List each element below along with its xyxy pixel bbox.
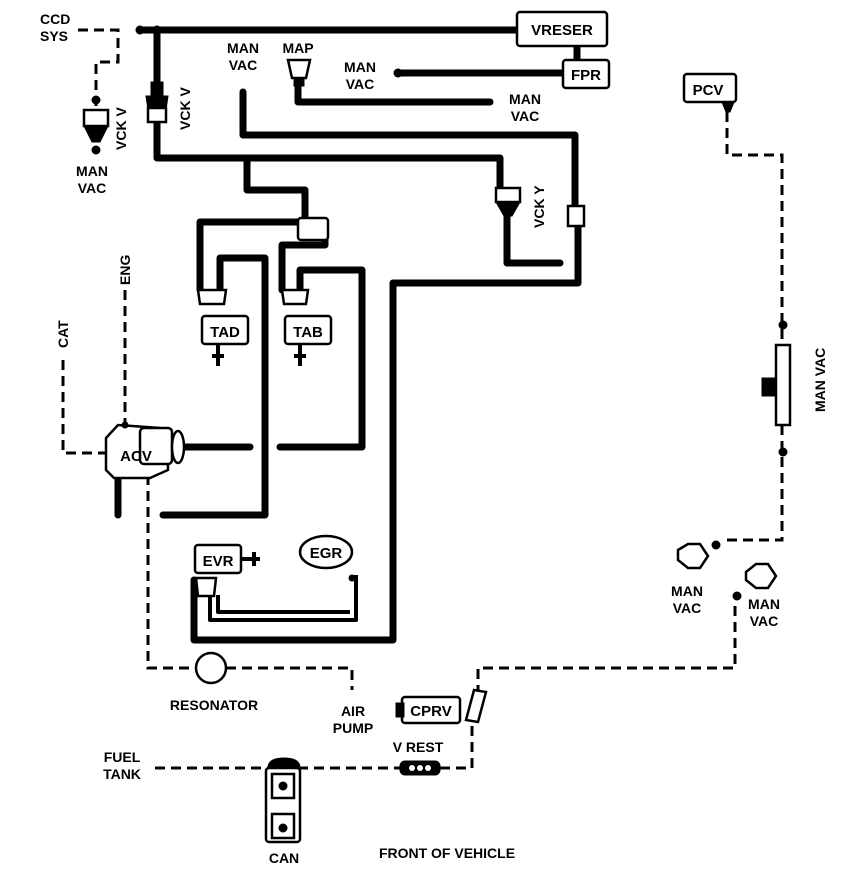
hose-tee-tad <box>196 218 329 294</box>
eng-label: ENG <box>117 255 133 285</box>
charcoal-canister[interactable] <box>264 757 302 844</box>
pcv-valve[interactable]: PCV <box>682 72 738 113</box>
hose-manvac-right <box>239 88 579 214</box>
pcv-label: PCV <box>693 82 724 99</box>
man-vac-right-fitting[interactable] <box>761 320 792 457</box>
resonator[interactable] <box>194 651 228 685</box>
vck-v-left-label: VCK V <box>113 107 129 150</box>
dash-acv-resonator <box>146 475 196 670</box>
man-vac-r2-label-2: VAC <box>750 613 779 629</box>
hose-tad-acv <box>159 254 269 519</box>
vck-y-valve[interactable] <box>494 186 522 217</box>
vreser-label: VRESER <box>531 22 593 39</box>
tee-fitting[interactable] <box>296 216 330 242</box>
vck-y-label: VCK Y <box>531 185 547 228</box>
vacuum-hoses <box>114 26 582 644</box>
ccd-sys-label-1: CCD <box>40 11 70 27</box>
man-vac-right-label: MAN VAC <box>812 348 828 412</box>
vck-v-left-valve[interactable] <box>82 108 110 155</box>
v-rest-label: V REST <box>393 739 444 755</box>
can-label: CAN <box>269 850 299 866</box>
evr-label: EVR <box>203 553 234 570</box>
dashed-lines <box>61 28 784 770</box>
map-label: MAP <box>282 40 313 56</box>
hose-evr-egr-inner <box>216 595 350 614</box>
man-vac-r1-label-1: MAN <box>671 583 703 599</box>
front-of-vehicle-label: FRONT OF VEHICLE <box>379 845 515 861</box>
dash-pcv-manvac <box>725 112 784 542</box>
tad-solenoid[interactable]: TAD <box>196 288 250 366</box>
man-vac-map-label-2: VAC <box>511 108 540 124</box>
fuel-tank-label-1: FUEL <box>104 749 141 765</box>
resonator-label: RESONATOR <box>170 697 258 713</box>
tad-label: TAD <box>210 324 240 341</box>
cprv-label: CPRV <box>410 703 451 720</box>
fpr-box[interactable]: FPR <box>561 58 611 90</box>
map-sensor[interactable] <box>286 58 312 87</box>
air-pump-label-1: AIR <box>341 703 365 719</box>
tab-solenoid[interactable]: TAB <box>280 288 333 366</box>
tab-label: TAB <box>293 324 323 341</box>
man-vac-fpr-label-1: MAN <box>344 59 376 75</box>
hose-branch-tee <box>243 154 309 226</box>
man-vac-top-label-2: VAC <box>229 57 258 73</box>
acv-label: ACV <box>120 448 152 465</box>
man-vac-r1-label-2: VAC <box>673 600 702 616</box>
egr-valve[interactable]: EGR <box>298 534 354 570</box>
man-vac-left-label-1: MAN <box>76 163 108 179</box>
cat-label: CAT <box>55 320 71 348</box>
man-vac-hex-1[interactable] <box>676 540 721 570</box>
man-vac-map-label-1: MAN <box>509 91 541 107</box>
man-vac-left-label-2: VAC <box>78 180 107 196</box>
fuel-tank-label-2: TANK <box>103 766 141 782</box>
man-vac-hex-2[interactable] <box>732 562 778 601</box>
junction-dots <box>91 25 403 582</box>
acv-valve[interactable]: ACV <box>104 423 186 480</box>
labels: CCD SYS MAN VAC MAP MAN VAC MAN VAC VCK … <box>40 11 828 866</box>
man-vac-fpr-label-2: VAC <box>346 76 375 92</box>
dash-ccd-junction <box>78 28 120 110</box>
air-pump-label-2: PUMP <box>333 720 373 736</box>
hose-tab-acv <box>276 266 366 451</box>
man-vac-top-label-1: MAN <box>227 40 259 56</box>
hose-evr-egr <box>208 575 358 622</box>
vck-y-fitting[interactable] <box>566 204 586 228</box>
vreser-box[interactable]: VRESER <box>515 10 609 48</box>
evr-solenoid[interactable]: EVR <box>193 543 260 598</box>
fpr-label: FPR <box>571 67 601 84</box>
dash-cat <box>61 360 110 455</box>
hose-vcky-outer <box>190 221 582 644</box>
egr-label: EGR <box>310 545 343 562</box>
v-rest-valve[interactable] <box>399 760 441 776</box>
dash-resonator-air <box>226 666 354 690</box>
hose-vckv-lower <box>153 118 504 192</box>
vck-v-center-label: VCK V <box>177 87 193 130</box>
dash-vrest-cprv <box>440 720 474 770</box>
cprv-valve[interactable]: CPRV <box>395 688 488 725</box>
ccd-sys-label-2: SYS <box>40 28 68 44</box>
hose-vcky-evr <box>503 211 564 267</box>
man-vac-r2-label-1: MAN <box>748 596 780 612</box>
hose-map-manvac <box>294 76 494 106</box>
vck-v-center-valve[interactable] <box>145 81 169 124</box>
